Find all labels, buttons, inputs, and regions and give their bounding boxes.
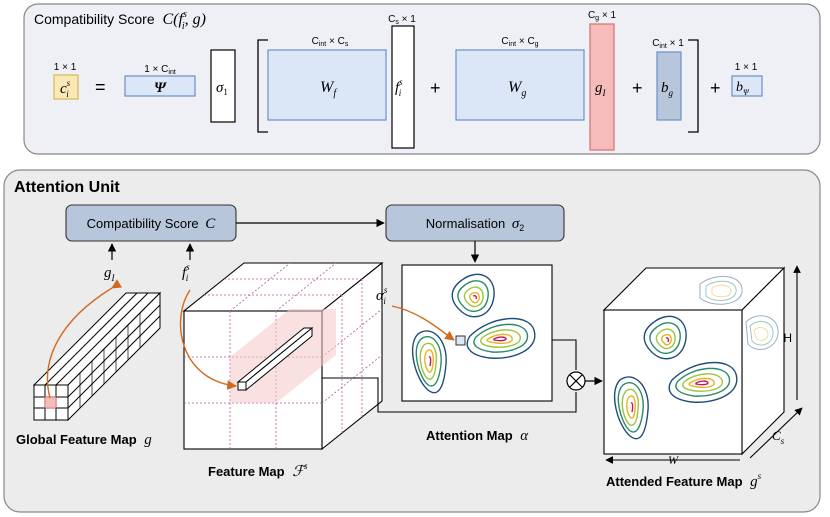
channel-dim-label: Cs — [772, 428, 785, 446]
wf-dim: Cint × Cs — [312, 36, 349, 48]
global-feature-map — [32, 291, 162, 422]
bpsi-box — [731, 75, 763, 97]
wf-matrix-box — [267, 49, 387, 121]
attention-sample-point — [455, 335, 466, 346]
plus-sign-3: + — [710, 78, 721, 98]
bg-symbol: bg — [661, 80, 674, 98]
right-bracket — [688, 39, 699, 133]
psi-vector-box — [124, 75, 196, 97]
gi-symbol: gI — [595, 80, 607, 98]
multiply-node — [566, 371, 586, 391]
global-feature-highlight — [44, 396, 57, 409]
psi-symbol: Ψ — [154, 80, 167, 96]
sigma1-symbol: σ1 — [216, 80, 228, 97]
attended-feature-map-label: Attended Feature Map gs — [606, 471, 762, 490]
attention-map-label: Attention Map α — [426, 428, 529, 444]
attention-unit-title: Attention Unit — [14, 179, 120, 196]
wg-matrix-box — [455, 49, 585, 121]
wg-symbol: Wg — [508, 79, 526, 99]
feature-map-label: Feature Map ℱs — [208, 461, 308, 480]
attention-contours — [411, 273, 536, 394]
left-bracket — [257, 39, 268, 133]
global-feature-map-label: Global Feature Map g — [16, 432, 152, 448]
bpsi-dim: 1 × 1 — [735, 62, 758, 73]
attention-to-multiply-line — [552, 339, 577, 370]
psi-dim: 1 × Cint — [144, 64, 176, 76]
width-dim-label: W — [668, 453, 679, 467]
fi-orange-arrow — [179, 289, 237, 390]
plus-sign-1: + — [430, 78, 441, 98]
feature-map-cube — [182, 261, 384, 451]
wg-dim: Cint × Cg — [501, 36, 538, 48]
bg-vector-box — [656, 51, 682, 121]
attended-feature-map-cube — [602, 266, 786, 456]
normalisation-node-label: Normalisation σ2 — [426, 216, 525, 233]
fi-vector-box — [391, 25, 415, 149]
equals-sign: = — [95, 77, 106, 97]
gi-dim: Cg × 1 — [588, 10, 617, 22]
feature-to-multiply-line — [322, 377, 577, 413]
channel-dim-arrow — [749, 407, 803, 459]
fi-dim: Cs × 1 — [388, 14, 416, 26]
height-dim-label: H — [783, 331, 792, 345]
lhs-dim: 1 × 1 — [54, 62, 77, 73]
gi-orange-arrow — [46, 279, 123, 399]
bg-dim: Cint × 1 — [652, 38, 684, 50]
sigma1-box — [210, 49, 236, 123]
compat-score-node-label: Compatibility Score C — [87, 216, 217, 232]
bpsi-symbol: bΨ — [736, 80, 750, 97]
alpha-orange-arrow — [391, 305, 455, 341]
wf-symbol: Wf — [320, 79, 337, 99]
gi-label: gI — [104, 265, 116, 283]
plus-sign-2: + — [632, 78, 643, 98]
gi-vector-box — [589, 23, 615, 151]
lhs-score-box — [53, 74, 79, 100]
